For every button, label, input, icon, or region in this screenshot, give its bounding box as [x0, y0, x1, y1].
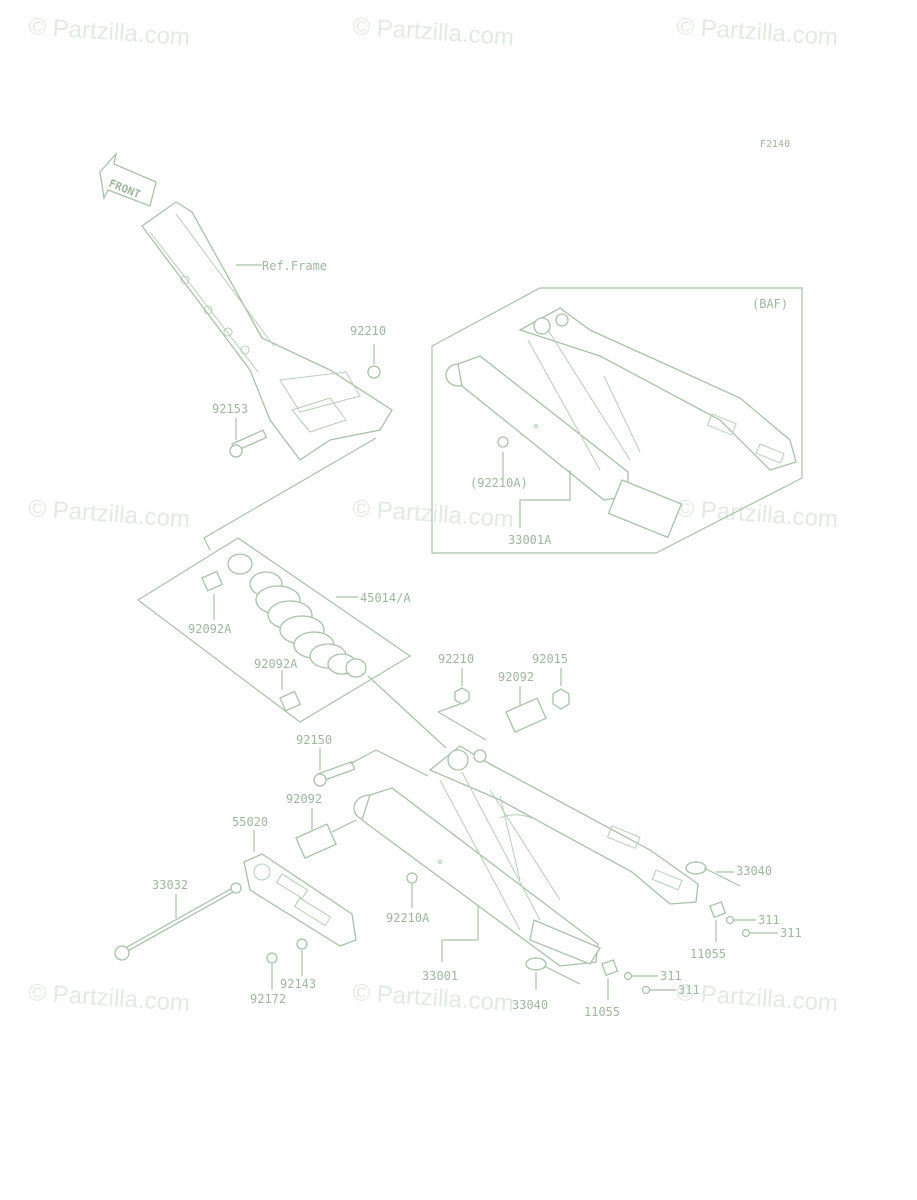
label-11055-low: 11055	[584, 1005, 620, 1019]
nut-311-b	[741, 928, 751, 938]
baf-inset: (BAF) (92210A) 33001A	[431, 287, 803, 554]
variant-label: (BAF)	[752, 297, 788, 311]
label-33032: 33032	[152, 878, 188, 892]
chain-adjuster-33040-right	[685, 861, 741, 887]
label-92210A: 92210A	[386, 911, 430, 925]
watermark: © Partzilla.com	[28, 979, 191, 1017]
label-33001A: 33001A	[508, 533, 552, 547]
washer-92143	[296, 938, 308, 950]
label-92015: 92015	[532, 652, 568, 666]
nut-92210-top	[367, 365, 381, 379]
nut-92015	[552, 688, 570, 710]
label-45014A: 45014/A	[360, 591, 411, 605]
label-311-d: 311	[678, 983, 700, 997]
watermark: © Partzilla.com	[352, 495, 515, 533]
label-92210-top: 92210	[350, 324, 386, 338]
block-11055-low	[601, 959, 619, 977]
label-92153: 92153	[212, 402, 248, 416]
block-11055-right	[709, 901, 727, 919]
label-92172: 92172	[250, 992, 286, 1006]
collar-92092A-1	[201, 570, 224, 592]
bolt-92150	[313, 760, 356, 787]
label-311-c: 311	[660, 969, 682, 983]
label-92092A-1: 92092A	[188, 622, 232, 636]
chain-guard-55020	[243, 853, 357, 947]
nut-311-d	[641, 985, 651, 995]
label-92092-low: 92092	[286, 792, 322, 806]
frame-section: Ref.Frame	[141, 201, 393, 461]
label-33040-low: 33040	[512, 998, 548, 1012]
chain-adjuster-33040-low	[525, 957, 581, 985]
watermark: © Partzilla.com	[28, 13, 191, 51]
collar-92092A-2	[279, 690, 302, 712]
label-92150: 92150	[296, 733, 332, 747]
shock-absorber-45014	[227, 553, 367, 678]
diagram-code: F2140	[760, 139, 790, 150]
label-11055-right: 11055	[690, 947, 726, 961]
label-92092A-2: 92092A	[254, 657, 298, 671]
watermark: © Partzilla.com	[352, 979, 515, 1017]
label-311-b: 311	[780, 926, 802, 940]
watermark: © Partzilla.com	[676, 979, 839, 1017]
watermark: © Partzilla.com	[676, 13, 839, 51]
label-33001: 33001	[422, 969, 458, 983]
collar-92092-mid	[505, 697, 547, 733]
label-55020: 55020	[232, 815, 268, 829]
label-92143: 92143	[280, 977, 316, 991]
ref-frame-label: Ref.Frame	[262, 259, 327, 273]
axle-33032	[114, 882, 242, 961]
bolt-92153	[229, 429, 268, 458]
label-92210-mid: 92210	[438, 652, 474, 666]
label-92092-mid: 92092	[498, 670, 534, 684]
front-arrow-icon: FRONT	[99, 151, 157, 207]
watermark: © Partzilla.com	[28, 495, 191, 533]
nut-311-c	[623, 971, 633, 981]
screw-92172	[266, 952, 278, 964]
nut-311-a	[725, 915, 735, 925]
swingarm-33001	[353, 745, 699, 967]
collar-92092-low	[295, 823, 337, 859]
label-33040-right: 33040	[736, 864, 772, 878]
nut-92210-mid	[454, 687, 470, 705]
label-311-a: 311	[758, 913, 780, 927]
label-92210A-inset: (92210A)	[470, 476, 528, 490]
watermark: © Partzilla.com	[352, 13, 515, 51]
